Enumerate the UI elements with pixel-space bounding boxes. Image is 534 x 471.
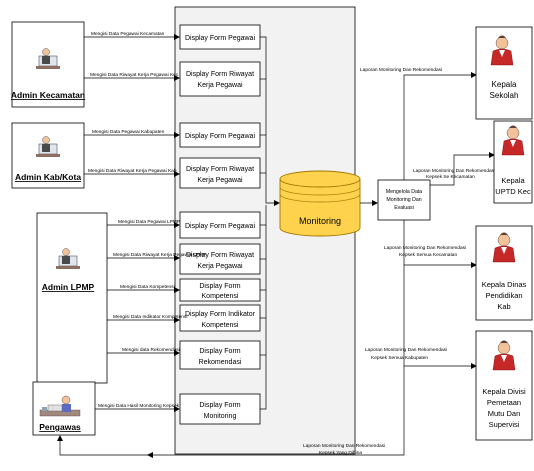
input-labels: Mengisi Data Pegawai Kecamatan Mengisi D… xyxy=(88,31,206,409)
input-label: Mengisi Data Pegawai Kabupaten xyxy=(92,129,165,135)
input-label: Mengisi Data Pegawai LPMP xyxy=(118,219,180,225)
admin-desk-icon xyxy=(36,48,60,69)
form-label: Display Form Riwayat xyxy=(186,166,254,173)
form-label: Kerja Pegawai xyxy=(197,82,243,89)
actor-pengawas: Pengawas xyxy=(32,381,96,436)
report-label: Kepsek Semua Kabupaten xyxy=(371,355,428,361)
inspector-desk-icon xyxy=(39,395,81,417)
recipient-kepala-uptd: Kepala UPTD Kec xyxy=(493,120,533,204)
arrow-to-sekolah xyxy=(403,72,477,180)
form-rekomendasi: Display Form Rekomendasi xyxy=(179,340,261,370)
recipient-kepala-divisi: Kepala Divisi Pemetaan Mutu Dan Supervis… xyxy=(475,330,533,441)
actor-admin-kecamatan: Admin Kecamatan xyxy=(11,21,85,108)
recipient-label: Supervisi xyxy=(489,420,520,429)
admin-desk-icon xyxy=(36,136,60,157)
recipient-label: Kab xyxy=(497,302,510,311)
arrow-to-uptd xyxy=(430,152,495,186)
input-label: Mengisi Data Kompetensi xyxy=(120,284,175,290)
admin-desk-icon xyxy=(56,248,80,269)
actor-label: Admin Kecamatan xyxy=(11,90,85,100)
report-label: Kepsek Se Kecamatan xyxy=(426,174,475,180)
recipient-kepala-dinas: Kepala Dinas Pendidikan Kab xyxy=(475,225,533,321)
person-icon xyxy=(492,340,516,371)
form-indikator-kompetensi: Display Form Indikator Kompetensi xyxy=(179,304,261,332)
input-label: Mengisi Data Riwayat Kerja Pegawai Kec xyxy=(90,72,179,78)
form-pegawai-lpmp: Display Form Pegawai xyxy=(179,211,261,239)
actor-label: Admin LPMP xyxy=(42,282,95,292)
process-mengelola-data: Mengelola Data Monitoring Dan Evaluasi xyxy=(377,179,431,221)
form-label: Display Form xyxy=(199,283,240,290)
report-label: Laporan Monitoring Dan Rekomendasi xyxy=(365,347,447,353)
report-label: Laporan Monitoring Dan Rekomendasi xyxy=(360,67,442,73)
form-pegawai-kecamatan: Display Form Pegawai xyxy=(179,24,261,50)
actor-label: Pengawas xyxy=(39,422,81,432)
process-label: Monitoring Dan xyxy=(386,197,421,203)
input-label: Mengisi data Rekomendasi xyxy=(122,347,180,353)
input-label: Mengisi Data Indikator Kompetensi xyxy=(113,314,187,320)
report-label: Laporan Monitoring Dan Rekomendasi xyxy=(303,443,385,449)
form-label: Display Form xyxy=(199,348,240,355)
report-label: Laporan Monitoring Dan Rekomendasi xyxy=(384,245,466,251)
form-label: Monitoring xyxy=(204,413,237,420)
form-label: Rekomendasi xyxy=(199,359,242,366)
form-label: Display Form Pegawai xyxy=(185,223,255,230)
form-kompetensi: Display Form Kompetensi xyxy=(179,278,261,302)
recipient-label: Kepala Divisi xyxy=(482,387,526,396)
form-label: Kerja Pegawai xyxy=(197,177,243,184)
database-label: Monitoring xyxy=(299,216,341,226)
report-label: Kepsek Yang Dibina xyxy=(319,450,362,456)
actor-admin-lpmp: Admin LPMP xyxy=(36,212,108,384)
process-label: Evaluasi xyxy=(394,205,414,211)
report-label: Kepsek Semua Kecamatan xyxy=(399,252,457,258)
form-label: Display Form Riwayat xyxy=(186,71,254,78)
recipient-label: Sekolah xyxy=(490,91,519,100)
recipient-label: Pemetaan xyxy=(487,398,521,407)
report-labels: Laporan Monitoring Dan Rekomendasi Lapor… xyxy=(303,67,495,456)
input-label: Mengisi Data Pegawai Kecamatan xyxy=(91,31,165,37)
recipient-label: Kepala xyxy=(492,80,517,89)
input-label: Mengisi Data Hasil Monitoring Kepsek xyxy=(98,403,180,409)
actor-label: Admin Kab/Kota xyxy=(15,172,81,182)
person-icon xyxy=(492,232,516,263)
form-pegawai-kab: Display Form Pegawai xyxy=(179,122,261,148)
form-label: Display Form Pegawai xyxy=(185,133,255,140)
person-icon xyxy=(501,125,525,156)
form-label: Display Form Indikator xyxy=(185,311,256,318)
recipient-label: Pendidikan xyxy=(485,291,522,300)
input-label: Mengisi Data Riwayat Kerja Pegawai Kab xyxy=(88,168,177,174)
form-label: Display Form Riwayat xyxy=(186,252,254,259)
form-label: Kompetensi xyxy=(202,322,239,329)
input-label: Mengisi Data Riwayat Kerja Pegawai LPMP xyxy=(113,252,206,258)
recipient-kepala-sekolah: Kepala Sekolah xyxy=(475,26,533,120)
form-label: Display Form Pegawai xyxy=(185,35,255,42)
output-connectors xyxy=(57,72,495,458)
form-to-db-connectors xyxy=(260,36,280,410)
arrow-to-pengawas xyxy=(57,435,148,456)
database-monitoring: Monitoring xyxy=(279,170,361,237)
actor-admin-kab: Admin Kab/Kota xyxy=(11,122,85,189)
form-riwayat-kab: Display Form Riwayat Kerja Pegawai xyxy=(179,157,261,189)
recipient-label: Mutu Dan xyxy=(488,409,521,418)
recipient-label: Kepala Dinas xyxy=(482,280,527,289)
report-label: Laporan Monitoring Dan Rekomendasi xyxy=(413,168,495,174)
form-monitoring: Display Form Monitoring xyxy=(179,393,261,425)
form-riwayat-lpmp: Display Form Riwayat Kerja Pegawai xyxy=(179,243,261,275)
form-riwayat-kecamatan: Display Form Riwayat Kerja Pegawai xyxy=(179,61,261,97)
recipient-label: UPTD Kec xyxy=(495,187,531,196)
input-arrows xyxy=(84,34,180,412)
arrow-to-dinas xyxy=(147,220,405,458)
form-label: Display Form xyxy=(199,402,240,409)
form-label: Kerja Pegawai xyxy=(197,263,243,270)
form-label: Kompetensi xyxy=(202,293,239,300)
person-icon xyxy=(490,35,514,66)
process-label: Mengelola Data xyxy=(386,189,422,195)
recipient-label: Kepala xyxy=(501,176,525,185)
